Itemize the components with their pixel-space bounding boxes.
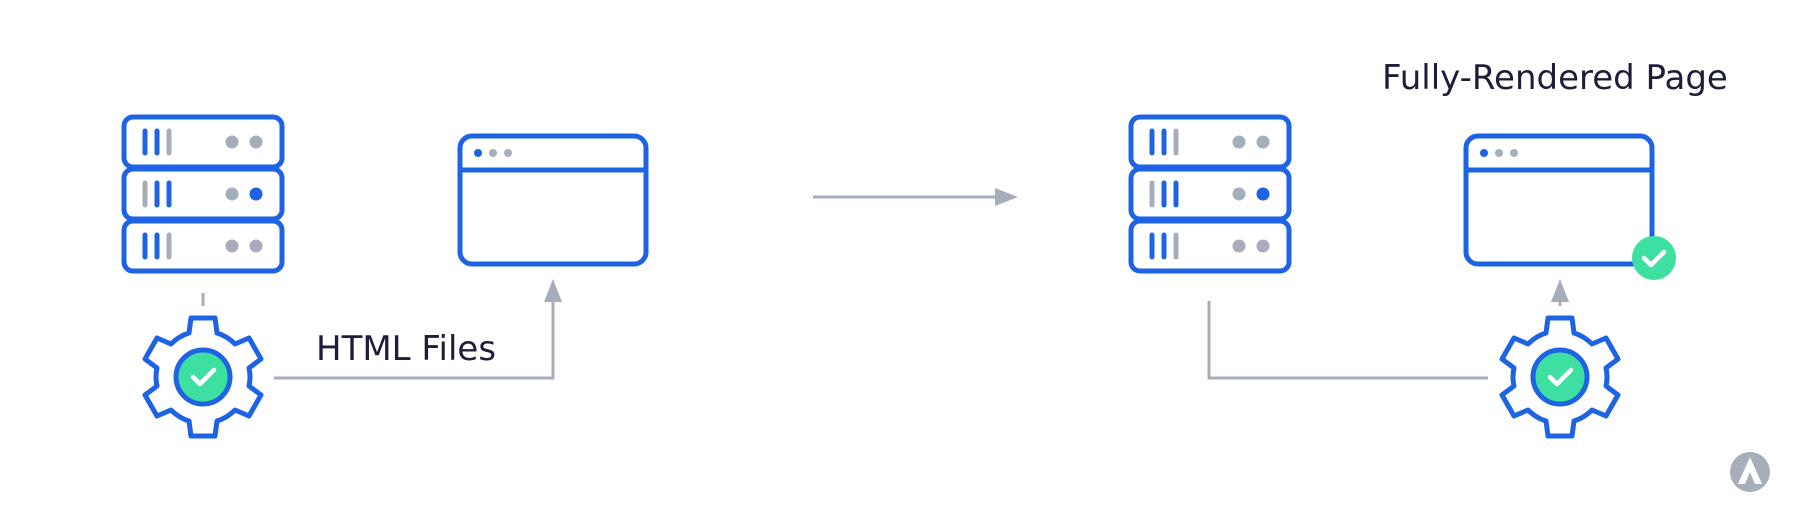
browser-window-icon-right [1466, 136, 1652, 264]
arrow-up-left [544, 279, 562, 302]
browser-window-icon-left [460, 136, 646, 264]
server-gear-connector-right [1207, 301, 1488, 380]
arrow-up-right [1551, 279, 1569, 302]
fully-rendered-page-label: Fully-Rendered Page [1382, 58, 1728, 98]
server-stack-icon-left [124, 117, 282, 271]
flow-arrow-head [995, 188, 1018, 206]
gear-icon-left [145, 318, 261, 436]
server-stack-icon-right [1131, 117, 1289, 271]
logo-icon [1730, 452, 1770, 492]
html-files-connector [274, 300, 555, 380]
check-icon-badge [1632, 236, 1676, 280]
gear-icon-right [1502, 318, 1618, 436]
html-files-label: HTML Files [316, 329, 497, 369]
